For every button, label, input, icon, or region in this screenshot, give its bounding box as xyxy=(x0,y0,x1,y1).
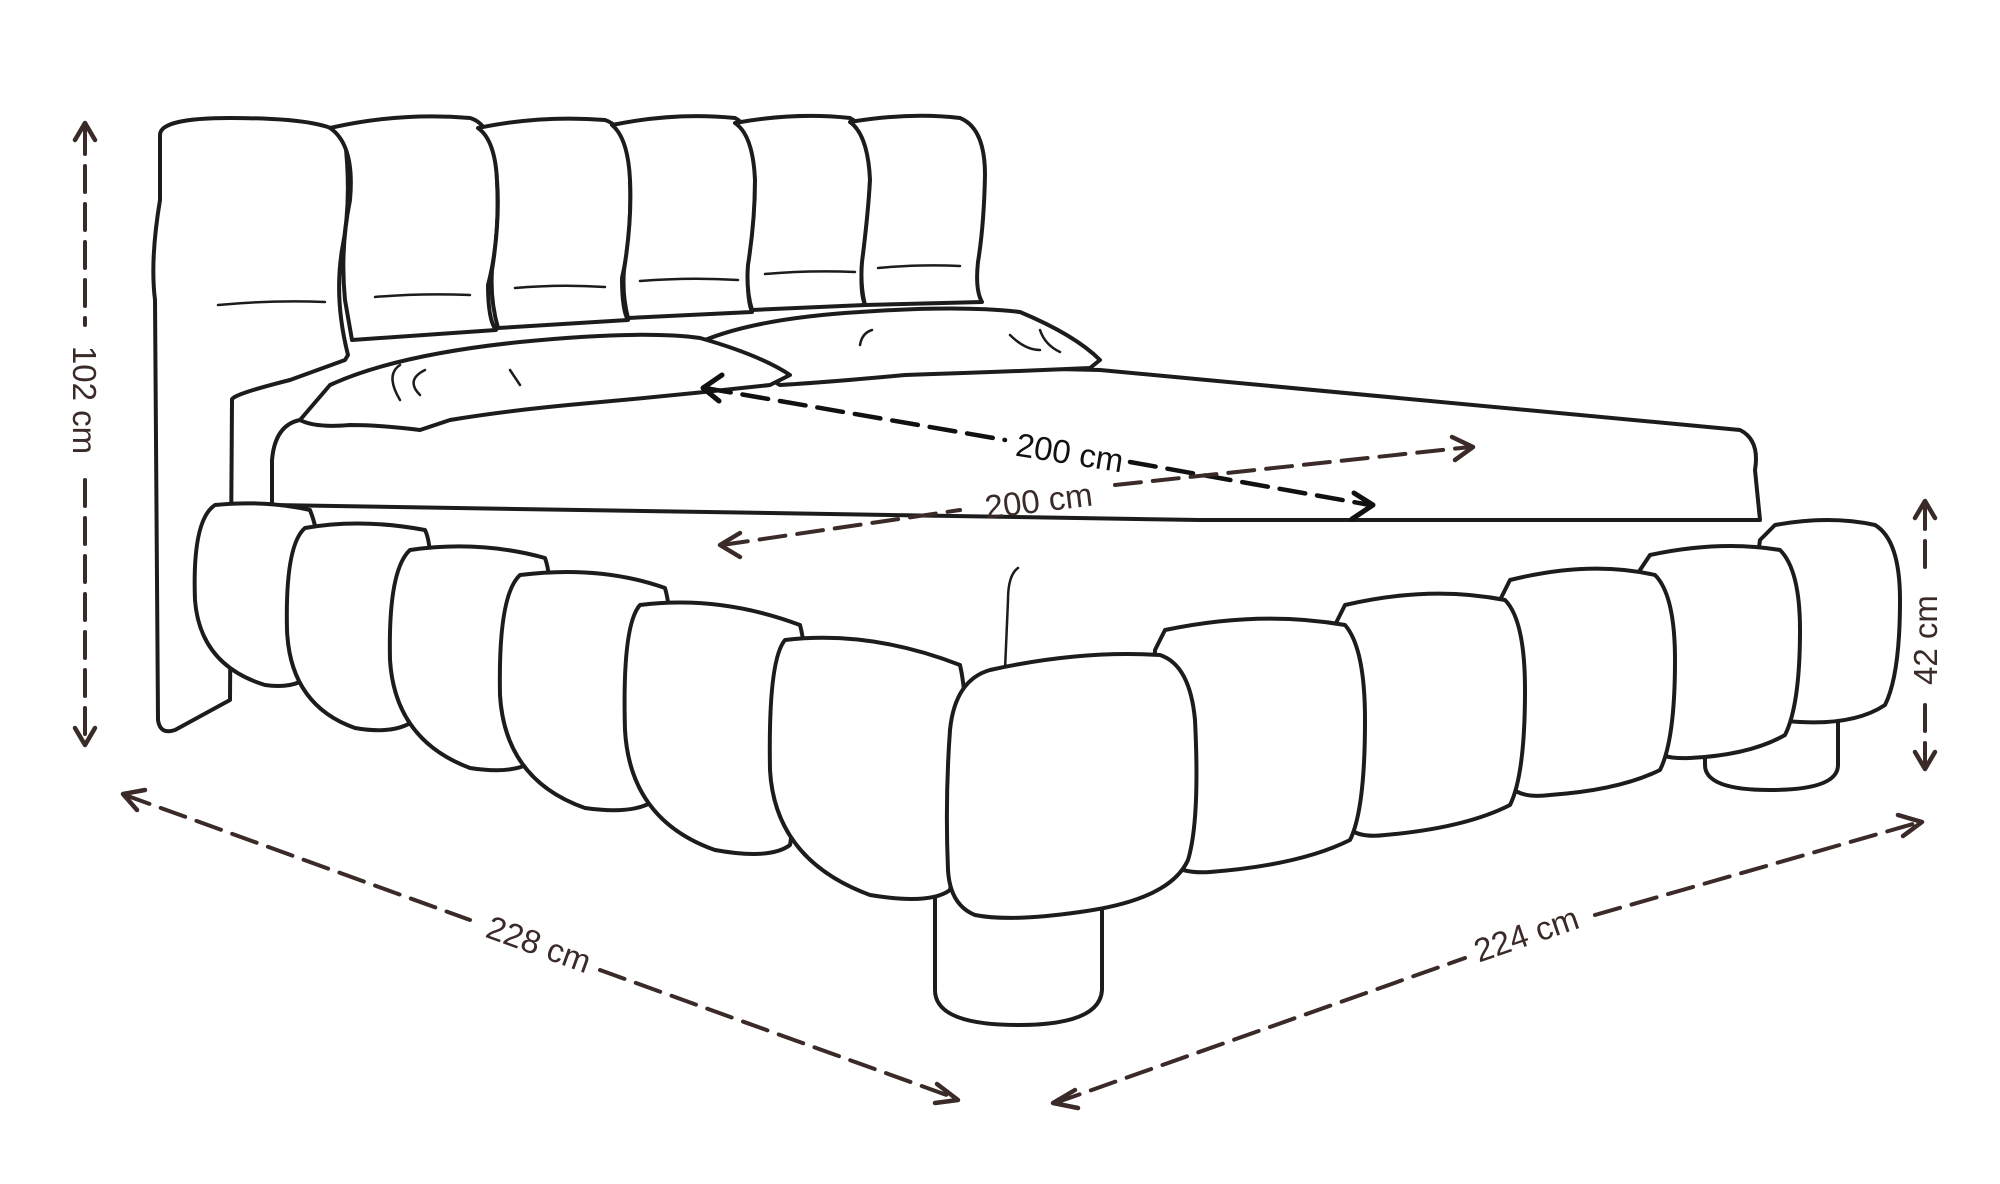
headboard-panel-4 xyxy=(610,114,757,320)
label-length: 228 cm xyxy=(482,908,596,980)
mattress-side-crease xyxy=(1003,566,1020,672)
label-height-total: 102 cm xyxy=(66,346,103,454)
pillows xyxy=(298,306,1102,432)
frame-cushion-l5 xyxy=(622,600,808,856)
dimension-height-frame: 42 cm xyxy=(1907,498,1944,772)
label-width: 224 cm xyxy=(1469,899,1583,969)
frame-cushion-corner xyxy=(944,652,1199,920)
pillow-right xyxy=(703,306,1102,387)
pillow-wrinkles xyxy=(391,328,1062,402)
frame-left-side xyxy=(192,501,968,901)
headboard-panel-6 xyxy=(848,113,987,307)
headboard-panel-3 xyxy=(476,116,633,330)
pillow-left xyxy=(298,332,792,432)
headboard-panel-5 xyxy=(733,113,872,312)
frame-cushion-l6 xyxy=(767,635,968,901)
frame-right-side xyxy=(1151,518,1902,875)
label-height-frame: 42 cm xyxy=(1907,595,1944,685)
headboard-seams xyxy=(216,264,962,307)
dimension-height-total: 102 cm xyxy=(66,120,103,748)
headboard-panel-2 xyxy=(328,114,500,342)
